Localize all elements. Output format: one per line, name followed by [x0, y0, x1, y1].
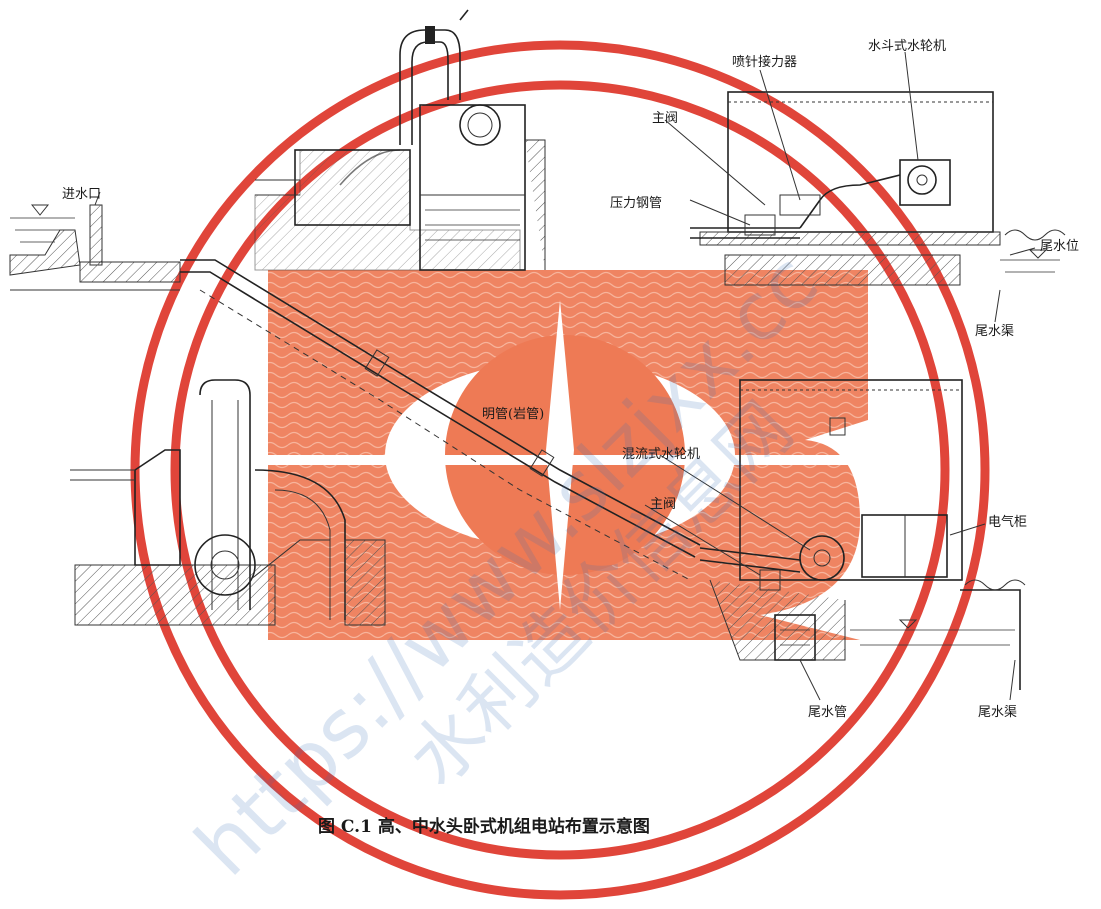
intake-structure — [9, 204, 181, 291]
label-intake: 进水口 — [62, 187, 101, 202]
label-penstock: 明管(岩管) — [482, 407, 544, 422]
label-tail-channel-top: 尾水渠 — [975, 324, 1014, 339]
leader-lines — [94, 51, 1036, 701]
label-electric-cabinet: 电气柜 — [988, 514, 1027, 530]
penstock — [180, 259, 701, 581]
figure-caption: 图 C.1 高、中水头卧式机组电站布置示意图 — [318, 816, 650, 837]
label-tail-water-level: 尾水位 — [1040, 239, 1079, 254]
label-pelton-turbine: 水斗式水轮机 — [868, 39, 946, 54]
label-main-valve-top: 主阀 — [652, 111, 678, 126]
pelton-turbine-house — [690, 91, 1066, 286]
diagram-labels: 进水口 明管(岩管) 主阀 喷针接力器 水斗式水轮机 压力钢管 尾水位 尾水渠 … — [62, 39, 1079, 720]
label-main-valve-bottom: 主阀 — [650, 497, 676, 512]
label-draft-tube: 尾水管 — [808, 705, 847, 720]
label-pressure-steel-pipe: 压力钢管 — [610, 196, 662, 211]
label-tail-channel-bottom: 尾水渠 — [978, 705, 1017, 720]
bottom-left-unit — [70, 379, 386, 626]
top-unit-section — [254, 9, 546, 271]
label-needle-servo: 喷针接力器 — [732, 54, 797, 70]
francis-turbine-house — [699, 379, 1026, 690]
label-francis-turbine: 混流式水轮机 — [622, 447, 700, 462]
